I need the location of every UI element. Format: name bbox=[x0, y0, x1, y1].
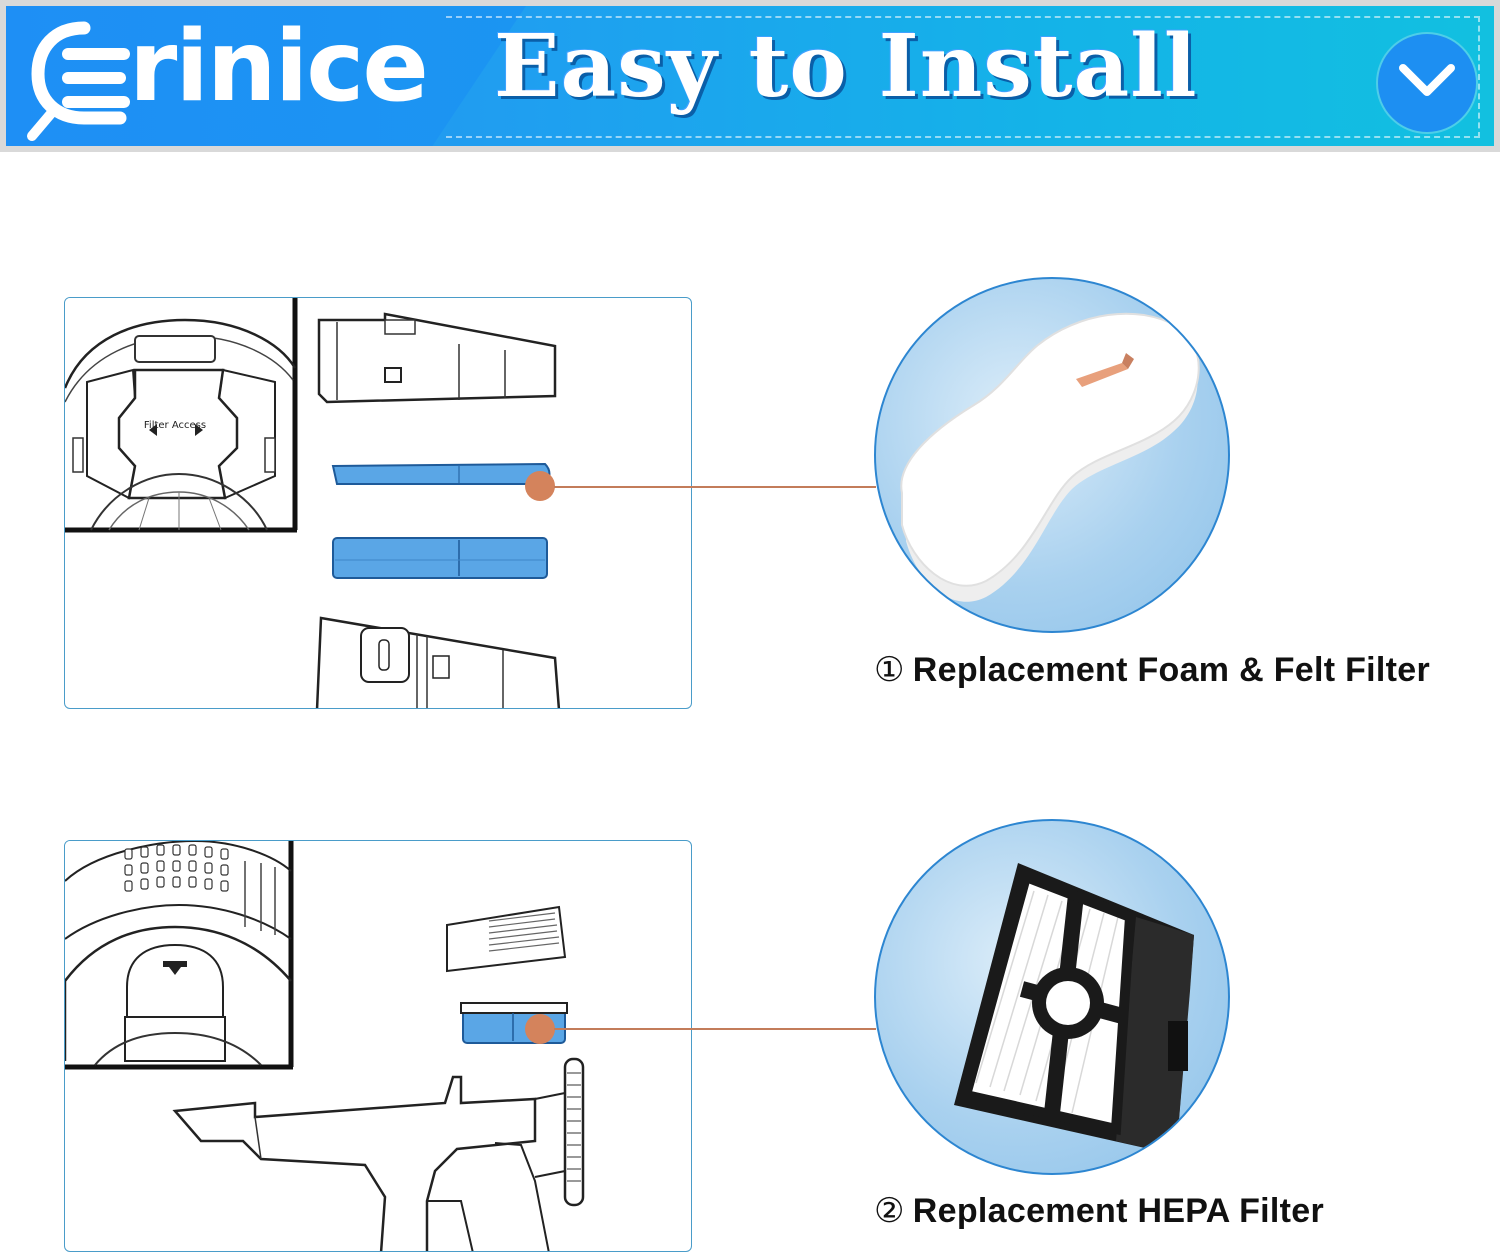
foam-filter-marker bbox=[525, 471, 555, 501]
hepa-filter-photo bbox=[874, 819, 1230, 1175]
dropdown-button[interactable] bbox=[1378, 34, 1476, 132]
hepa-filter-marker bbox=[525, 1014, 555, 1044]
foam-filter-connector bbox=[554, 486, 876, 488]
hepa-filter-image bbox=[954, 863, 1194, 1155]
vacuum-hepa-diagram bbox=[65, 841, 585, 1251]
vacuum-foam-diagram: Filter Access bbox=[65, 298, 561, 708]
hepa-filter-connector bbox=[554, 1028, 876, 1030]
foam-felt-filter-photo bbox=[874, 277, 1230, 633]
foam-filter-image bbox=[900, 312, 1200, 602]
install-diagram-foam: Filter Access bbox=[64, 297, 692, 709]
page-title: Easy to Install bbox=[494, 16, 1198, 117]
caption-number: ② bbox=[874, 1192, 905, 1230]
brand-logo-icon bbox=[27, 21, 130, 141]
brand-name: rinice bbox=[129, 10, 429, 124]
caption-number: ① bbox=[874, 651, 905, 689]
caption-label: Replacement Foam & Felt Filter bbox=[912, 651, 1431, 689]
header-banner: rinice Easy to Install bbox=[0, 0, 1500, 152]
caption-label: Replacement HEPA Filter bbox=[912, 1192, 1325, 1230]
banner-dashed-frame bbox=[446, 16, 1480, 138]
install-diagram-hepa bbox=[64, 840, 692, 1252]
chevron-down-icon bbox=[1399, 64, 1455, 96]
banner-background: rinice Easy to Install bbox=[6, 6, 1494, 146]
brand-logo: rinice bbox=[24, 14, 464, 144]
filter-access-label: Filter Access bbox=[144, 420, 206, 431]
